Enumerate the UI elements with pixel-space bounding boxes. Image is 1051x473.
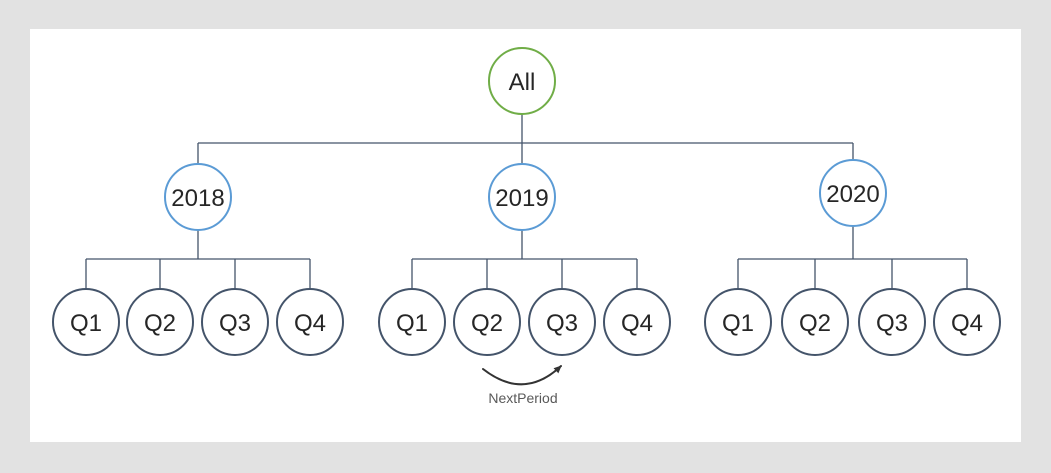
quarter-node-circle[interactable] — [858, 288, 926, 356]
quarter-node-label: Q3 — [876, 310, 908, 337]
quarter-node[interactable]: Q3 — [528, 288, 596, 356]
root-node-label: All — [509, 69, 536, 96]
quarter-node-circle[interactable] — [704, 288, 772, 356]
connector-2019-to-quarters — [411, 230, 638, 289]
quarter-node-circle[interactable] — [933, 288, 1001, 356]
quarter-node-circle[interactable] — [781, 288, 849, 356]
year-node-circle[interactable] — [488, 163, 556, 231]
quarter-node-label: Q1 — [396, 310, 428, 337]
quarter-node[interactable]: Q4 — [276, 288, 344, 356]
quarter-node-label: Q4 — [294, 310, 326, 337]
quarter-node-circle[interactable] — [378, 288, 446, 356]
year-node-label: 2019 — [495, 185, 548, 212]
quarter-node-label: Q1 — [70, 310, 102, 337]
quarter-node-circle[interactable] — [528, 288, 596, 356]
quarter-node[interactable]: Q2 — [781, 288, 849, 356]
quarter-node-circle[interactable] — [201, 288, 269, 356]
quarter-node-circle[interactable] — [276, 288, 344, 356]
quarter-node[interactable]: Q3 — [201, 288, 269, 356]
root-node[interactable]: All — [488, 47, 556, 115]
connector-2018-to-quarters — [85, 230, 311, 289]
connector-lines — [85, 114, 968, 289]
next-period-annotation[interactable]: NextPeriod — [482, 365, 562, 406]
quarter-node-label: Q2 — [471, 310, 503, 337]
year-node-label: 2020 — [826, 181, 879, 208]
quarter-node-circle[interactable] — [453, 288, 521, 356]
quarter-node-label: Q3 — [219, 310, 251, 337]
next-period-label: NextPeriod — [488, 390, 557, 406]
quarter-node-label: Q3 — [546, 310, 578, 337]
year-node-circle[interactable] — [819, 159, 887, 227]
next-period-arrow[interactable] — [482, 365, 562, 386]
connector-root-to-years — [197, 114, 854, 164]
quarter-node[interactable]: Q1 — [704, 288, 772, 356]
root-node-circle[interactable] — [488, 47, 556, 115]
quarter-node-label: Q4 — [951, 310, 983, 337]
year-node-2018[interactable]: 2018 — [164, 163, 232, 231]
quarter-node[interactable]: Q4 — [603, 288, 671, 356]
year-node-label: 2018 — [171, 185, 224, 212]
quarter-node[interactable]: Q2 — [126, 288, 194, 356]
quarter-node-label: Q4 — [621, 310, 653, 337]
connector-2020-to-quarters — [737, 226, 968, 289]
slide-canvas: All 2018 2019 2020 Q1 Q2 Q3 — [30, 29, 1021, 442]
quarter-node[interactable]: Q4 — [933, 288, 1001, 356]
quarter-node-label: Q1 — [722, 310, 754, 337]
year-node-2020[interactable]: 2020 — [819, 159, 887, 227]
year-node-circle[interactable] — [164, 163, 232, 231]
quarter-node-label: Q2 — [144, 310, 176, 337]
year-node-2019[interactable]: 2019 — [488, 163, 556, 231]
quarter-node[interactable]: Q1 — [378, 288, 446, 356]
quarter-node-circle[interactable] — [52, 288, 120, 356]
quarter-node[interactable]: Q1 — [52, 288, 120, 356]
quarter-node-circle[interactable] — [603, 288, 671, 356]
quarter-node-circle[interactable] — [126, 288, 194, 356]
quarter-node[interactable]: Q3 — [858, 288, 926, 356]
quarter-node[interactable]: Q2 — [453, 288, 521, 356]
quarter-node-label: Q2 — [799, 310, 831, 337]
hierarchy-diagram: All 2018 2019 2020 Q1 Q2 Q3 — [52, 47, 1001, 406]
